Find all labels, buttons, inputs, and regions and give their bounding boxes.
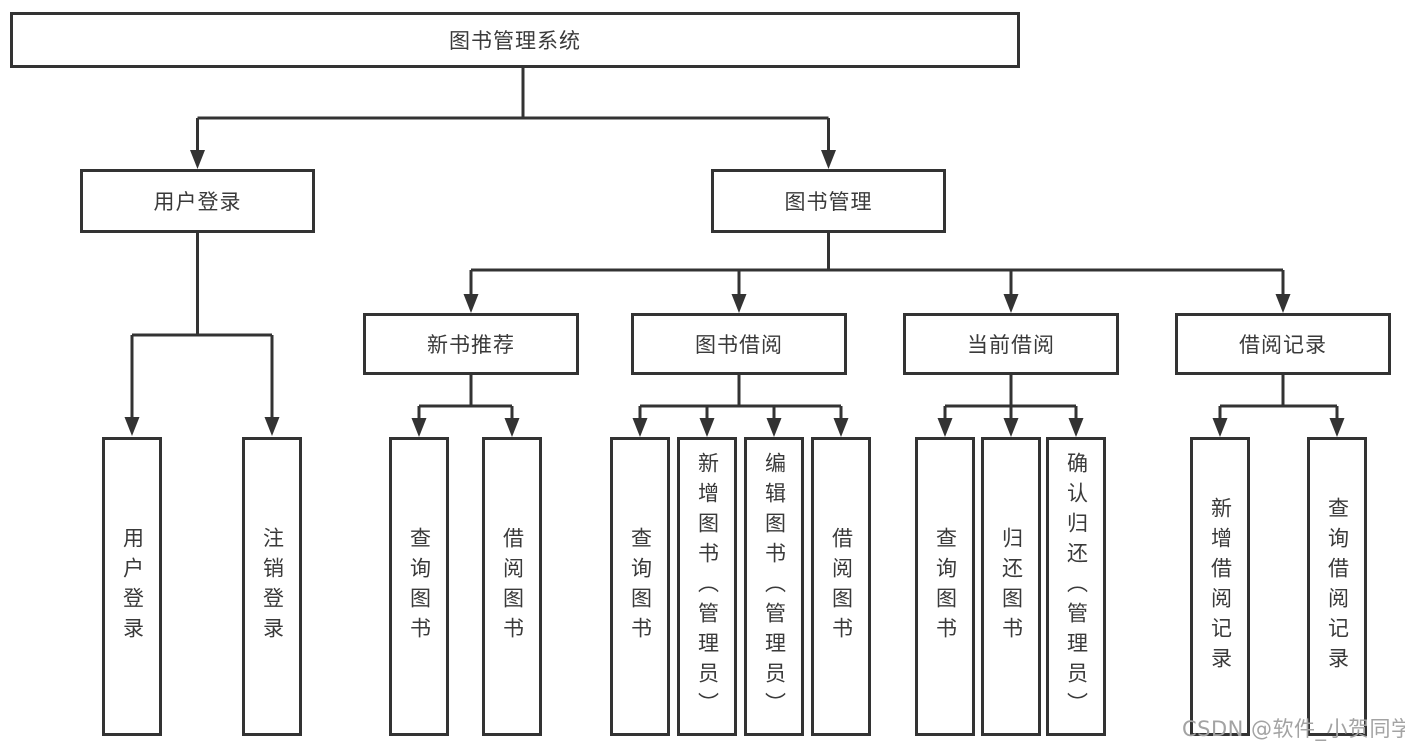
leaf-user-login: 用户登录 bbox=[102, 437, 162, 736]
arrowheads bbox=[124, 150, 1345, 437]
leaf-borrow-books-2: 借阅图书 bbox=[811, 437, 871, 736]
leaf-borrow-books-1-label: 借阅图书 bbox=[500, 526, 525, 647]
node-book-management: 图书管理 bbox=[711, 169, 946, 233]
node-user-login: 用户登录 bbox=[80, 169, 315, 233]
leaf-query-books-2: 查询图书 bbox=[610, 437, 670, 736]
leaf-query-borrow-record: 查询借阅记录 bbox=[1307, 437, 1367, 736]
leaf-query-books-3-label: 查询图书 bbox=[933, 526, 958, 647]
node-borrow-records-label: 借阅记录 bbox=[1239, 333, 1327, 357]
leaf-edit-books-admin: 编辑图书（管理员） bbox=[744, 437, 804, 736]
leaf-query-books-3: 查询图书 bbox=[915, 437, 975, 736]
leaf-query-books-1-label: 查询图书 bbox=[407, 526, 432, 647]
node-new-book-recommend: 新书推荐 bbox=[363, 313, 579, 375]
node-book-borrow-label: 图书借阅 bbox=[695, 333, 783, 357]
leaf-return-books: 归还图书 bbox=[981, 437, 1041, 736]
node-current-borrow-label: 当前借阅 bbox=[967, 333, 1055, 357]
leaf-logout-label: 注销登录 bbox=[260, 526, 285, 647]
leaf-borrow-books-2-label: 借阅图书 bbox=[829, 526, 854, 647]
leaf-query-books-2-label: 查询图书 bbox=[628, 526, 653, 647]
node-user-login-label: 用户登录 bbox=[153, 190, 242, 214]
leaf-borrow-books-1: 借阅图书 bbox=[482, 437, 542, 736]
node-root-system: 图书管理系统 bbox=[10, 12, 1020, 68]
leaf-return-books-label: 归还图书 bbox=[999, 526, 1024, 647]
leaf-query-borrow-record-label: 查询借阅记录 bbox=[1325, 496, 1350, 677]
node-book-borrow: 图书借阅 bbox=[631, 313, 847, 375]
leaf-user-login-label: 用户登录 bbox=[120, 526, 145, 647]
node-root-label: 图书管理系统 bbox=[449, 29, 581, 53]
node-new-book-recommend-label: 新书推荐 bbox=[427, 333, 515, 357]
node-book-management-label: 图书管理 bbox=[784, 190, 873, 214]
leaf-confirm-return-admin: 确认归还（管理员） bbox=[1046, 437, 1106, 736]
leaf-edit-books-admin-label: 编辑图书（管理员） bbox=[762, 451, 787, 722]
leaf-add-books-admin-label: 新增图书（管理员） bbox=[695, 451, 720, 722]
leaf-add-borrow-record-label: 新增借阅记录 bbox=[1208, 496, 1233, 677]
leaf-confirm-return-admin-label: 确认归还（管理员） bbox=[1064, 451, 1089, 722]
leaf-add-borrow-record: 新增借阅记录 bbox=[1190, 437, 1250, 736]
leaf-query-books-1: 查询图书 bbox=[389, 437, 449, 736]
leaf-logout: 注销登录 bbox=[242, 437, 302, 736]
node-borrow-records: 借阅记录 bbox=[1175, 313, 1391, 375]
leaf-add-books-admin: 新增图书（管理员） bbox=[677, 437, 737, 736]
node-current-borrow: 当前借阅 bbox=[903, 313, 1119, 375]
